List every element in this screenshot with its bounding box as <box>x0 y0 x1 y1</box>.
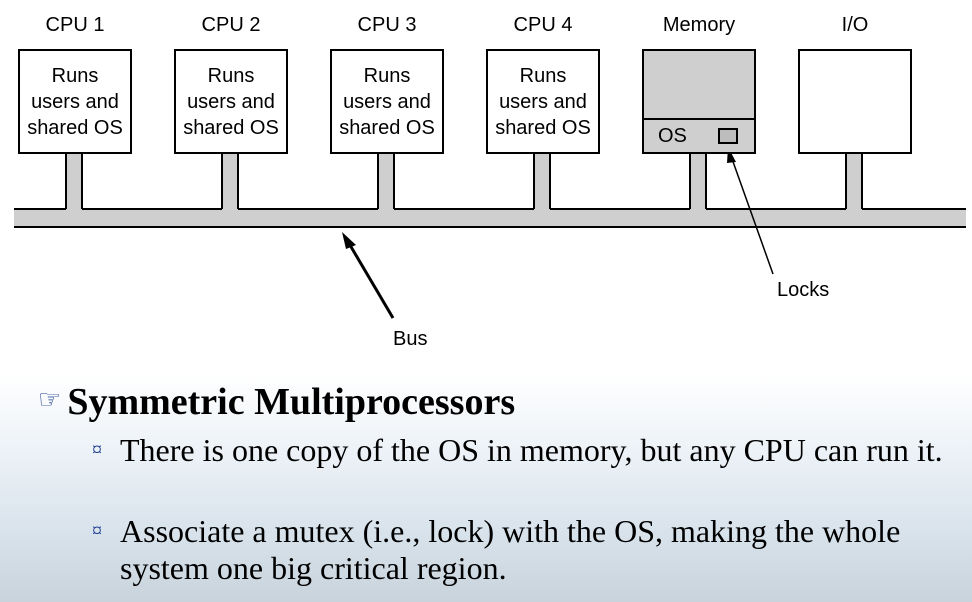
cpu3-label: CPU 3 <box>357 14 417 36</box>
cpu4-label: CPU 4 <box>513 14 573 36</box>
pointing-hand-icon: ☞ <box>38 385 62 414</box>
bus-label: Bus <box>393 328 428 350</box>
io-label: I/O <box>841 14 869 36</box>
connector-io <box>846 153 862 210</box>
io-box <box>798 49 912 154</box>
bullet-item: ¤ There is one copy of the OS in memory,… <box>92 432 962 469</box>
cpu3-box: Runs users and shared OS <box>330 49 444 154</box>
cpu2-line3: shared OS <box>183 116 279 139</box>
currency-sign-icon: ¤ <box>92 520 102 542</box>
memory-os-label: OS <box>658 125 687 147</box>
memory-os-region: OS <box>644 118 754 152</box>
cpu1-line2: users and <box>31 90 119 113</box>
bullet-item: ¤ Associate a mutex (i.e., lock) with th… <box>92 513 962 587</box>
connector-cpu3 <box>378 153 394 210</box>
cpu1-box: Runs users and shared OS <box>18 49 132 154</box>
heading-text: Symmetric Multiprocessors <box>67 381 516 423</box>
locks-arrow-line <box>730 155 774 275</box>
bus-fill <box>14 209 966 227</box>
currency-sign-icon: ¤ <box>92 439 102 461</box>
cpu1-line3: shared OS <box>27 116 123 139</box>
cpu3-line1: Runs <box>363 64 411 87</box>
cpu2-line1: Runs <box>207 64 255 87</box>
cpu2-line2: users and <box>187 90 275 113</box>
memory-label: Memory <box>662 14 736 36</box>
cpu2-label: CPU 2 <box>201 14 261 36</box>
bus-arrowhead <box>342 232 356 249</box>
bullet-text: Associate a mutex (i.e., lock) with the … <box>120 513 901 586</box>
lock-icon <box>718 128 738 144</box>
cpu2-box: Runs users and shared OS <box>174 49 288 154</box>
smp-diagram: CPU 1 CPU 2 CPU 3 CPU 4 Memory I/O Runs … <box>14 14 966 350</box>
cpu4-line3: shared OS <box>495 116 591 139</box>
cpu3-line3: shared OS <box>339 116 435 139</box>
slide-heading: ☞Symmetric Multiprocessors <box>38 380 515 424</box>
connector-memory <box>690 153 706 210</box>
memory-box: OS <box>642 49 756 154</box>
bus-outline <box>14 153 966 228</box>
bus-arrow-line <box>345 239 395 319</box>
cpu4-box: Runs users and shared OS <box>486 49 600 154</box>
cpu1-line1: Runs <box>51 64 99 87</box>
cpu4-line2: users and <box>499 90 587 113</box>
locks-label: Locks <box>777 279 830 301</box>
cpu3-line2: users and <box>343 90 431 113</box>
connector-cpu2 <box>222 153 238 210</box>
cpu1-label: CPU 1 <box>45 14 105 36</box>
connector-cpu4 <box>534 153 550 210</box>
connector-cpu1 <box>66 153 82 210</box>
diagram-wires <box>14 147 966 319</box>
cpu4-line1: Runs <box>519 64 567 87</box>
bullet-text: There is one copy of the OS in memory, b… <box>120 432 943 468</box>
